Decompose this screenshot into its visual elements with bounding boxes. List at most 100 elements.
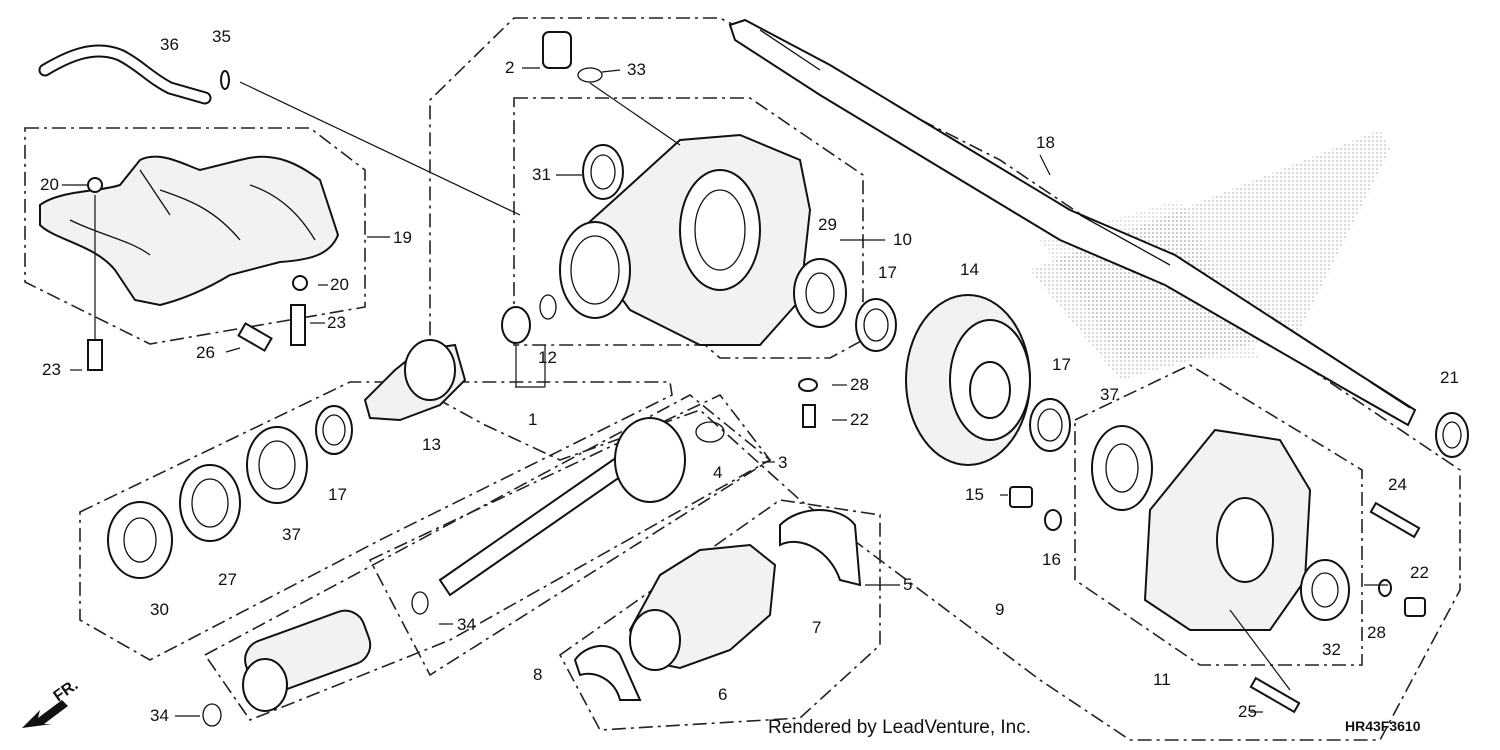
callout-15: 15 (965, 485, 984, 504)
callout-18: 18 (1036, 133, 1055, 152)
callout-17-right: 17 (1052, 355, 1071, 374)
snap-ring-12 (539, 294, 557, 320)
spring-4 (695, 421, 725, 443)
callout-23-right: 23 (327, 313, 346, 332)
callout-16: 16 (1042, 550, 1061, 569)
callout-1: 1 (528, 410, 537, 429)
bearing-37-right (1091, 425, 1153, 511)
callout-33: 33 (627, 60, 646, 79)
callout-37-right: 37 (1100, 385, 1119, 404)
u-joint-yoke (242, 658, 288, 712)
callout-20-top: 20 (40, 175, 59, 194)
boot-band-8 (573, 645, 642, 701)
callout-27: 27 (218, 570, 237, 589)
bearing-29 (793, 258, 847, 328)
plug-15 (1009, 486, 1033, 508)
callout-8: 8 (533, 665, 542, 684)
callout-30: 30 (150, 600, 169, 619)
oil-seal-32 (1300, 559, 1350, 621)
callout-13: 13 (422, 435, 441, 454)
callout-22-right: 22 (1410, 563, 1429, 582)
front-direction-arrow (22, 700, 68, 728)
case-mouth-inner (570, 235, 620, 305)
callout-36: 36 (160, 35, 179, 54)
callout-28-right: 28 (1367, 623, 1386, 642)
oil-seal-30-inner (123, 517, 157, 563)
callout-24: 24 (1388, 475, 1407, 494)
oil-seal-30 (107, 501, 173, 579)
callout-labels: 1 2 3 4 5 6 7 8 9 10 11 12 13 14 15 16 1… (40, 27, 1459, 725)
shaft-flange (614, 417, 686, 503)
callout-35: 35 (212, 27, 231, 46)
callout-37-left: 37 (282, 525, 301, 544)
final-gear-case-right-outline (1074, 364, 1363, 666)
bolt-25-leader (1229, 609, 1291, 691)
right-case-bore (1216, 497, 1274, 583)
callout-11: 11 (1153, 670, 1171, 689)
callout-29: 29 (818, 215, 837, 234)
callout-6: 6 (718, 685, 727, 704)
flange-bolt (87, 339, 103, 371)
callout-22-mid: 22 (850, 410, 869, 429)
bearing-37-left (246, 426, 308, 504)
callout-10: 10 (893, 230, 912, 249)
oil-seal-32-inner (1311, 572, 1339, 608)
bolt-22-right (1404, 597, 1426, 617)
callout-20-bottom: 20 (330, 275, 349, 294)
skid-plate-detail (69, 169, 316, 256)
diagram-code: HR43F3610 (1345, 718, 1421, 734)
callout-4: 4 (713, 463, 722, 482)
washer-28 (798, 378, 818, 392)
callout-5: 5 (903, 575, 912, 594)
breather-hose-inner (40, 46, 210, 103)
callout-7: 7 (812, 618, 821, 637)
callout-25: 25 (1238, 702, 1257, 721)
shim-17-mid-inner (863, 308, 889, 342)
shim-17-mid (855, 298, 897, 352)
breather-cap (542, 31, 572, 69)
seal-27 (179, 464, 241, 542)
oil-seal-31 (582, 144, 624, 200)
shim-17-right-inner (1037, 408, 1063, 442)
callout-19: 19 (393, 228, 412, 247)
boot-band-7 (779, 509, 862, 587)
callout-31: 31 (532, 165, 551, 184)
front-direction-label: FR. (51, 677, 82, 706)
callout-28-mid: 28 (850, 375, 869, 394)
callout-17-left: 17 (328, 485, 347, 504)
washer-28-right (1378, 579, 1392, 597)
callout-34-mid: 34 (457, 615, 476, 634)
o-ring-33 (577, 67, 603, 83)
skid-plate-group-outline (24, 127, 366, 345)
callout-26: 26 (196, 343, 215, 362)
shim-17-left (315, 405, 353, 455)
hose-leader (239, 81, 521, 216)
bolt-22 (802, 404, 816, 428)
shaft-group-outline (203, 394, 772, 721)
callout-21: 21 (1440, 368, 1459, 387)
washer-16 (1044, 509, 1062, 531)
seal-21 (1435, 412, 1469, 458)
propeller-shaft-outline (368, 394, 772, 677)
callout-17-mid: 17 (878, 263, 897, 282)
boot-end (629, 609, 681, 671)
skid-plate (39, 155, 340, 307)
bearing-29-inner (805, 272, 835, 314)
callout-3: 3 (778, 453, 787, 472)
oil-seal-31-inner (590, 154, 616, 190)
case-bore-inner (694, 189, 746, 271)
circlip-34 (202, 703, 222, 727)
callout-32: 32 (1322, 640, 1341, 659)
seal-27-inner (191, 478, 229, 528)
callout-14: 14 (960, 260, 979, 279)
grommet (87, 177, 103, 193)
shim-17-right (1029, 398, 1071, 452)
needle-bearing (501, 306, 531, 344)
callout-23-left: 23 (42, 360, 61, 379)
circlip-34-mid (411, 591, 429, 615)
o-ring-leader (589, 82, 681, 146)
callout-2: 2 (505, 58, 514, 77)
ring-gear-hub (969, 361, 1011, 419)
shim-17-left-inner (322, 414, 346, 446)
